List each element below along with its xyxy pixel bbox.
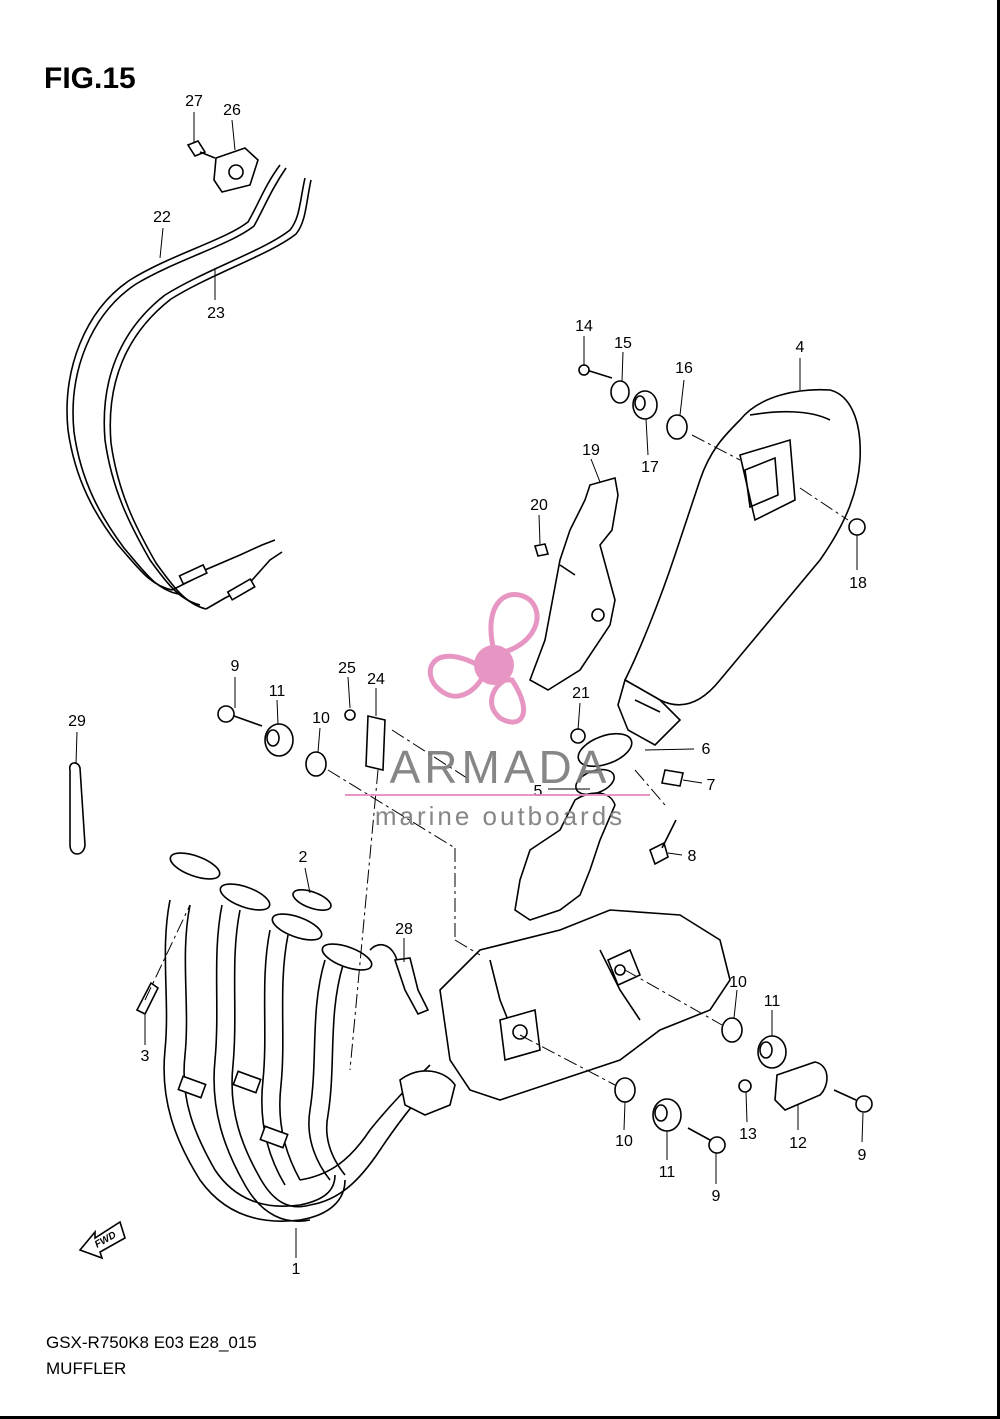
callout-28: 28 xyxy=(395,921,413,938)
callout-3: 3 xyxy=(141,1048,150,1065)
callout-12: 12 xyxy=(789,1135,807,1152)
callout-26: 26 xyxy=(223,102,241,119)
callout-24: 24 xyxy=(367,671,385,688)
callout-2: 2 xyxy=(299,849,308,866)
figure-title: FIG.15 xyxy=(44,62,136,95)
footer-model-code: GSX-R750K8 E03 E28_015 xyxy=(46,1333,257,1352)
callout-11-lower: 11 xyxy=(659,1164,676,1181)
assembly-guide-lines xyxy=(144,434,849,1086)
callout-11-right: 11 xyxy=(764,993,781,1010)
muffler-canister xyxy=(617,388,861,746)
throttle-cables xyxy=(66,164,312,610)
exhaust-headers xyxy=(163,852,456,1222)
callout-9-upper: 9 xyxy=(231,658,240,675)
callout-15: 15 xyxy=(614,335,632,352)
callout-6: 6 xyxy=(702,741,711,758)
propeller-logo-icon xyxy=(427,592,540,725)
callout-23: 23 xyxy=(207,305,225,322)
callout-10-upper: 10 xyxy=(312,710,330,727)
callout-17: 17 xyxy=(641,459,659,476)
footer-assembly-name: MUFFLER xyxy=(46,1359,127,1378)
callout-1: 1 xyxy=(292,1261,301,1278)
callout-10-lower: 10 xyxy=(615,1133,633,1150)
callout-18: 18 xyxy=(849,575,867,592)
callout-5: 5 xyxy=(534,783,543,800)
hardware xyxy=(68,364,873,1154)
heat-cover xyxy=(529,476,619,691)
callout-16: 16 xyxy=(675,360,693,377)
callout-21: 21 xyxy=(572,685,590,702)
watermark-tagline: marine outboards xyxy=(375,801,625,831)
forward-arrow-icon: FWD xyxy=(78,1220,126,1260)
callout-11-upper: 11 xyxy=(269,683,286,700)
callout-4: 4 xyxy=(796,339,805,356)
callout-leaders xyxy=(75,112,864,1258)
callout-8: 8 xyxy=(688,848,697,865)
callout-25: 25 xyxy=(338,660,356,677)
cable-bracket xyxy=(186,140,259,193)
watermark-brand: ARMADA xyxy=(390,741,611,793)
callout-7: 7 xyxy=(707,777,716,794)
connector-pipe xyxy=(514,728,684,921)
callout-14: 14 xyxy=(575,318,593,335)
callout-20: 20 xyxy=(530,497,548,514)
callout-29: 29 xyxy=(68,713,86,730)
callout-9-lower: 9 xyxy=(712,1188,721,1205)
callout-22: 22 xyxy=(153,209,171,226)
watermark: ARMADA marine outboards xyxy=(345,592,650,831)
callout-labels: 1 2 3 4 5 6 7 8 9 9 9 10 10 10 11 11 11 … xyxy=(68,93,867,1278)
callout-9-right: 9 xyxy=(858,1147,867,1164)
callout-13: 13 xyxy=(739,1126,757,1143)
callout-10-right: 10 xyxy=(729,974,747,991)
callout-19: 19 xyxy=(582,442,600,459)
callout-27: 27 xyxy=(185,93,203,110)
